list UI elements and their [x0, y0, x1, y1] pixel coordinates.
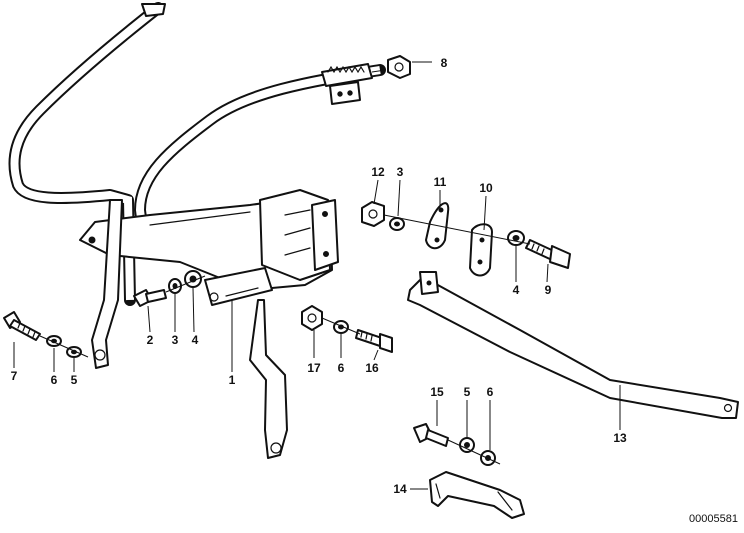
callout-labels: 1 2 3 4 5 6 7 8 9 10 11 12 3 4 13 14 15 …: [11, 56, 627, 496]
nut-part-12: [361, 201, 385, 227]
washer-part-4-right: [507, 230, 525, 246]
callout-3-right: 3: [397, 165, 404, 179]
bolt-part-16: [355, 329, 393, 353]
lever-arm-part-1: [249, 299, 288, 459]
leader-stack-17-16: [321, 317, 361, 335]
washer-part-6-mid: [333, 320, 349, 334]
callout-5-lower: 5: [464, 385, 471, 399]
callout-3-left: 3: [172, 333, 179, 347]
clamp-part-10: [469, 223, 493, 277]
leader-left-stack: [39, 335, 89, 358]
callout-11: 11: [434, 175, 447, 189]
callout-16: 16: [365, 361, 379, 375]
callout-17: 17: [307, 361, 321, 375]
central-bracket-housing: [79, 189, 339, 306]
bolt-part-7: [3, 311, 41, 341]
bolt-part-15: [413, 423, 449, 447]
callout-leaders: [13, 61, 621, 490]
callout-7: 7: [11, 369, 18, 383]
callout-4-left: 4: [192, 333, 199, 347]
bolt-part-2: [133, 289, 167, 307]
leader-right-cluster: [383, 214, 531, 245]
leader-stack-2-4: [165, 275, 206, 293]
callout-12: 12: [371, 165, 385, 179]
document-number: 00005581: [689, 513, 738, 525]
callout-8: 8: [441, 56, 448, 70]
callout-6-lower: 6: [487, 385, 494, 399]
long-strut-part-13: [407, 271, 739, 419]
callout-14: 14: [393, 482, 407, 496]
nut-part-17: [301, 305, 323, 331]
callout-5-left: 5: [71, 373, 78, 387]
callout-15: 15: [430, 385, 444, 399]
washer-part-5-lower: [459, 437, 475, 453]
left-hanging-arm: [91, 199, 123, 369]
callout-1: 1: [229, 373, 236, 387]
mounting-bracket-part-14: [429, 471, 525, 519]
callout-6-left: 6: [51, 373, 58, 387]
callout-9: 9: [545, 283, 552, 297]
callout-13: 13: [613, 431, 627, 445]
bolt-part-9: [525, 239, 571, 269]
nut-part-8: [387, 55, 411, 79]
callout-6-mid: 6: [338, 361, 345, 375]
toothed-clip: [321, 63, 386, 105]
washer-part-3: [168, 278, 182, 294]
callout-2: 2: [147, 333, 154, 347]
callout-4-right: 4: [513, 283, 520, 297]
leader-lower-stack: [447, 439, 501, 465]
washer-part-3-right: [389, 217, 405, 231]
callout-10: 10: [479, 181, 493, 195]
